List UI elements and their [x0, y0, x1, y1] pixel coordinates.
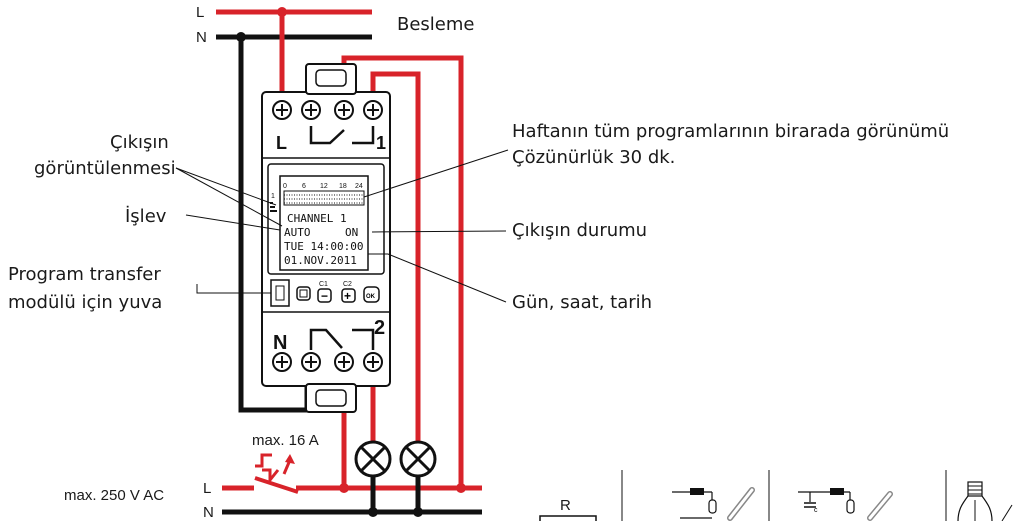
terminal-screw	[334, 352, 354, 372]
callout-program-slot-line1: Program transfer	[8, 264, 161, 285]
terminal-2-label: 2	[374, 317, 385, 339]
leader-line	[368, 253, 507, 303]
leader-line	[175, 167, 283, 227]
supply-label: Besleme	[397, 14, 474, 35]
terminal-screw	[301, 100, 321, 120]
minus-button[interactable]: −	[317, 288, 332, 303]
terminal-screw	[363, 352, 383, 372]
plus-button[interactable]: +	[341, 288, 356, 303]
timer-device: L 1 0 6 12 18 24 1 CHANNEL 1 AUTO	[261, 63, 391, 413]
lcd-line-daytime: TUE 14:00:00	[284, 240, 363, 253]
callout-week-overview-line1: Haftanın tüm programlarının birarada gör…	[512, 121, 949, 142]
junction-dot	[413, 507, 423, 517]
terminal-screw	[363, 100, 383, 120]
lamp-icon	[354, 440, 392, 478]
top-terminal-block	[272, 100, 383, 120]
leader-line	[175, 167, 277, 206]
channel-marker: 1	[271, 193, 275, 200]
bar-tick-24: 24	[355, 183, 363, 190]
bottom-terminal-block	[272, 352, 383, 372]
callout-program-slot-line2: modülü için yuva	[8, 292, 162, 313]
junction-dot	[339, 483, 349, 493]
c2-label: C2	[343, 281, 352, 288]
svg-text:OK: OK	[366, 294, 376, 300]
terminal-screw	[301, 352, 321, 372]
compensated-lamp-icon: c	[798, 488, 893, 521]
terminal-l-label: L	[276, 133, 287, 153]
switch-blade	[254, 476, 299, 494]
circuit-breaker-symbol	[255, 453, 295, 485]
incandescent-bulb-icon	[957, 481, 1013, 521]
supply-n-label: N	[196, 29, 207, 46]
bar-tick-18: 18	[339, 183, 347, 190]
menu-button[interactable]	[296, 286, 311, 301]
max-current-label: max. 16 A	[252, 432, 319, 449]
callout-week-overview-line2: Çözünürlük 30 dk.	[512, 147, 675, 168]
fluorescent-lamp-icon	[672, 487, 755, 521]
leader-line	[363, 149, 509, 198]
load-l-label: L	[203, 480, 211, 497]
week-program-bar	[283, 190, 365, 206]
ok-button[interactable]: OK	[363, 286, 380, 303]
relay-contact-2	[309, 328, 343, 350]
capacitor-label: c	[814, 507, 818, 514]
supply-l-label: L	[196, 4, 204, 21]
lcd-line-date: 01.NOV.2011	[284, 254, 357, 267]
load-n-label: N	[203, 504, 214, 521]
terminal-screw	[334, 100, 354, 120]
lcd-line-state: ON	[345, 226, 358, 239]
svg-text:R: R	[560, 497, 571, 514]
callout-output-display-line2: görüntülenmesi	[34, 158, 176, 179]
svg-text:+: +	[344, 289, 351, 303]
lamp-icon	[399, 440, 437, 478]
bar-tick-0: 0	[283, 183, 287, 190]
junction-dot	[368, 507, 378, 517]
c1-label: C1	[319, 281, 328, 288]
relay-contact-1	[309, 126, 345, 145]
max-voltage-label: max. 250 V AC	[64, 487, 164, 504]
leader-line	[371, 230, 507, 233]
leader-line	[185, 214, 281, 231]
callout-function: İşlev	[125, 206, 167, 227]
leader-line	[196, 284, 271, 294]
output-wire-inner	[370, 71, 421, 487]
terminal-screw	[272, 352, 292, 372]
terminal-n-label: N	[273, 332, 287, 354]
lcd-line-channel: CHANNEL 1	[287, 212, 347, 225]
svg-text:−: −	[321, 289, 328, 303]
callout-output-display-line1: Çıkışın	[110, 132, 169, 153]
terminal-1-label: 1	[376, 133, 386, 153]
bar-tick-12: 12	[320, 183, 328, 190]
terminal-screw	[272, 100, 292, 120]
callout-day-time-date: Gün, saat, tarih	[512, 292, 652, 313]
resistive-load-icon: R	[539, 497, 597, 521]
callout-output-status: Çıkışın durumu	[512, 220, 647, 241]
lcd-line-mode: AUTO	[284, 226, 311, 239]
junction-dot	[456, 483, 466, 493]
bar-tick-6: 6	[302, 183, 306, 190]
